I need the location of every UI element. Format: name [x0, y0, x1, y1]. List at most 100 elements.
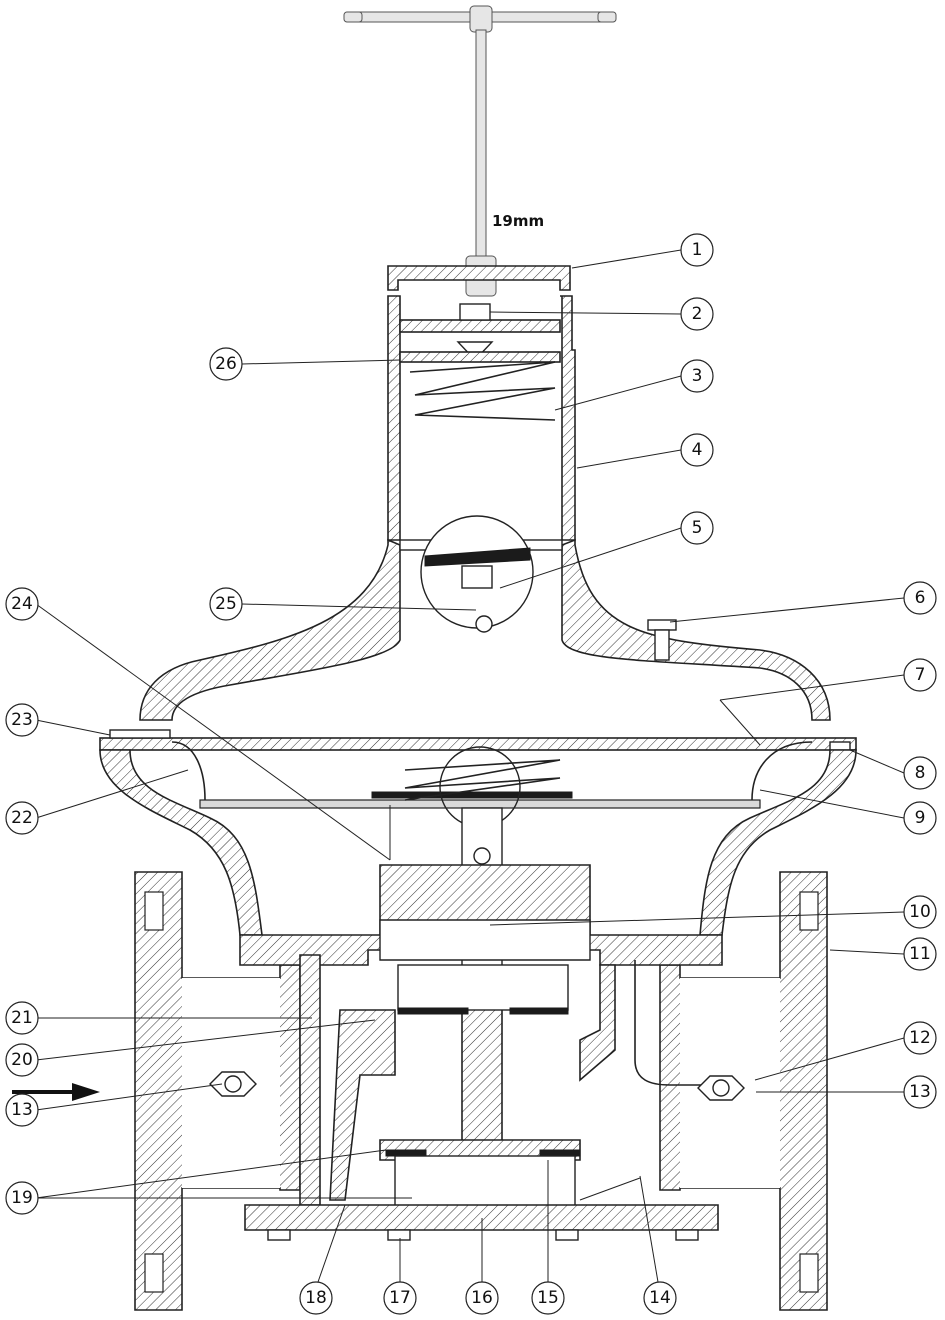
callouts: 1 2 3 4 5 6 7 8 9 10 11 12 13 13 14 15 1…	[5, 233, 937, 1315]
svg-text:12: 12	[909, 1028, 931, 1048]
callout-19: 19	[5, 1181, 39, 1215]
detail-spring-coil	[424, 547, 531, 567]
svg-text:18: 18	[305, 1288, 327, 1308]
left-flange-bolt-hole-top	[144, 891, 164, 931]
right-flange-bolt-hole-top	[799, 891, 819, 931]
svg-text:16: 16	[471, 1288, 493, 1308]
piston-seal-left	[397, 1007, 469, 1015]
right-flange-bolt-hole-bottom	[799, 1253, 819, 1293]
adjusting-cone	[456, 341, 494, 362]
svg-text:13: 13	[909, 1082, 931, 1102]
callout-2: 2	[680, 297, 714, 331]
plug-seal-left	[385, 1149, 427, 1157]
piston-housing	[379, 919, 591, 961]
svg-text:8: 8	[915, 763, 926, 783]
callout-13-right: 13	[903, 1075, 937, 1109]
spring-seat	[399, 351, 561, 363]
piston-seal-right	[509, 1007, 569, 1015]
callout-7: 7	[903, 658, 937, 692]
svg-text:7: 7	[915, 665, 926, 685]
callout-4: 4	[680, 433, 714, 467]
callout-17: 17	[383, 1281, 417, 1315]
spring-plate-upper	[399, 319, 561, 333]
main-spring	[409, 361, 556, 421]
svg-text:22: 22	[11, 808, 33, 828]
svg-text:10: 10	[909, 902, 931, 922]
socket-size-label: 19mm	[492, 212, 544, 230]
callout-10: 10	[903, 895, 937, 929]
callout-9: 9	[903, 801, 937, 835]
svg-text:9: 9	[915, 808, 926, 828]
vent-screw-body	[654, 629, 670, 661]
callout-22: 22	[5, 801, 39, 835]
case-flange	[99, 729, 857, 751]
callout-8: 8	[903, 756, 937, 790]
svg-text:4: 4	[692, 440, 703, 460]
callout-24: 24	[5, 587, 39, 621]
t-wrench-tool: 19mm	[343, 5, 617, 297]
callout-26: 26	[209, 347, 243, 381]
sensing-line	[634, 960, 740, 1086]
svg-text:24: 24	[11, 594, 33, 614]
callout-14: 14	[643, 1281, 677, 1315]
left-flange-bolt-hole-bottom	[144, 1253, 164, 1293]
lower-case-right	[699, 749, 857, 936]
inner-wall-right	[579, 964, 616, 1082]
lower-spring	[404, 759, 561, 801]
valve-body	[134, 864, 828, 1311]
callout-12: 12	[903, 1021, 937, 1055]
callout-11: 11	[903, 937, 937, 971]
svg-text:2: 2	[692, 304, 703, 324]
t-handle-end-right	[597, 11, 617, 23]
diaphragm-roll-right	[751, 741, 813, 801]
svg-text:3: 3	[692, 366, 703, 386]
bottom-bolt-1	[267, 1229, 291, 1241]
svg-text:5: 5	[692, 518, 703, 538]
callout-15: 15	[531, 1281, 565, 1315]
svg-text:14: 14	[649, 1288, 671, 1308]
plug-seal-right	[539, 1149, 581, 1157]
detail-circle-upper	[420, 515, 534, 633]
upper-case-right	[561, 538, 831, 721]
bottom-bolt-4	[675, 1229, 699, 1241]
callout-20: 20	[5, 1043, 39, 1077]
body-top-ring	[239, 864, 723, 966]
inner-wall-left-2	[329, 1009, 396, 1201]
callout-21: 21	[5, 1001, 39, 1035]
callout-6: 6	[903, 581, 937, 615]
upper-case-left	[139, 538, 401, 721]
pressure-plug-outlet	[697, 1075, 745, 1101]
bonnet-wall-left	[387, 295, 401, 541]
callout-23: 23	[5, 703, 39, 737]
callout-1: 1	[680, 233, 714, 267]
svg-text:15: 15	[537, 1288, 559, 1308]
callout-18: 18	[299, 1281, 333, 1315]
cap	[387, 265, 571, 291]
inner-wall-left	[299, 954, 321, 1206]
detail-pin-hole	[475, 615, 493, 633]
adjusting-nut	[459, 303, 491, 321]
bottom-cover	[244, 1204, 719, 1231]
diaphragm-roll-left	[171, 741, 206, 801]
detail-nut	[461, 565, 493, 589]
t-handle-end-left	[343, 11, 363, 23]
flow-direction-arrow	[12, 1083, 100, 1101]
svg-text:25: 25	[215, 594, 237, 614]
flange-line	[99, 737, 857, 751]
callout-16: 16	[465, 1281, 499, 1315]
bottom-bolt-2	[387, 1229, 411, 1241]
bonnet-wall-right	[560, 295, 576, 541]
callout-3: 3	[680, 359, 714, 393]
svg-text:17: 17	[389, 1288, 411, 1308]
svg-text:23: 23	[11, 710, 33, 730]
balancing-piston	[397, 964, 569, 1011]
diaphragm-center	[371, 791, 573, 799]
pressure-plug-inlet	[209, 1071, 257, 1097]
svg-text:20: 20	[11, 1050, 33, 1070]
svg-text:19: 19	[11, 1188, 33, 1208]
callout-5: 5	[680, 511, 714, 545]
callout-25: 25	[209, 587, 243, 621]
svg-text:11: 11	[909, 944, 931, 964]
t-wrench-shaft	[475, 29, 487, 259]
flange-bolt-right	[829, 741, 851, 751]
